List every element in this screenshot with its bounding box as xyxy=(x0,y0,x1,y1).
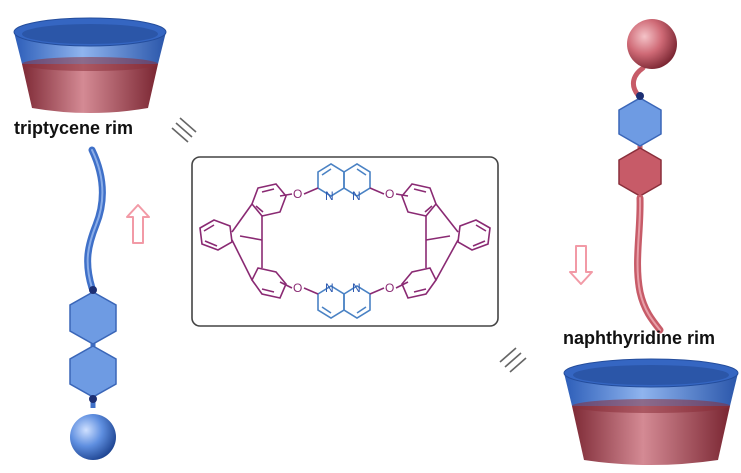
macrocycle-structure-panel: O O O O N N N N xyxy=(191,156,499,327)
oxygen-atom-label: O xyxy=(293,281,302,295)
oxygen-atom-label: O xyxy=(385,281,394,295)
nitrogen-atom-label: N xyxy=(325,189,334,203)
up-arrow-icon xyxy=(126,204,150,244)
equivalence-mark-bottom xyxy=(499,347,527,373)
nitrogen-atom-label: N xyxy=(352,281,361,295)
oxygen-atom-label: O xyxy=(293,187,302,201)
equivalence-mark-top xyxy=(171,117,197,143)
down-arrow-icon xyxy=(569,245,593,285)
nitrogen-atom-label: N xyxy=(352,189,361,203)
oxygen-atom-label: O xyxy=(385,187,394,201)
nitrogen-atom-label: N xyxy=(325,281,334,295)
triptycene-rim-cup xyxy=(13,17,167,113)
right-rod-assembly xyxy=(618,19,677,334)
naphthyridine-rim-cup xyxy=(563,358,739,465)
naphthyridine-rim-label: naphthyridine rim xyxy=(563,328,716,348)
triptycene-rim-label: triptycene rim xyxy=(14,118,134,138)
left-rod-assembly xyxy=(69,146,117,460)
red-sphere-icon xyxy=(627,19,677,69)
blue-sphere-icon xyxy=(70,414,116,460)
